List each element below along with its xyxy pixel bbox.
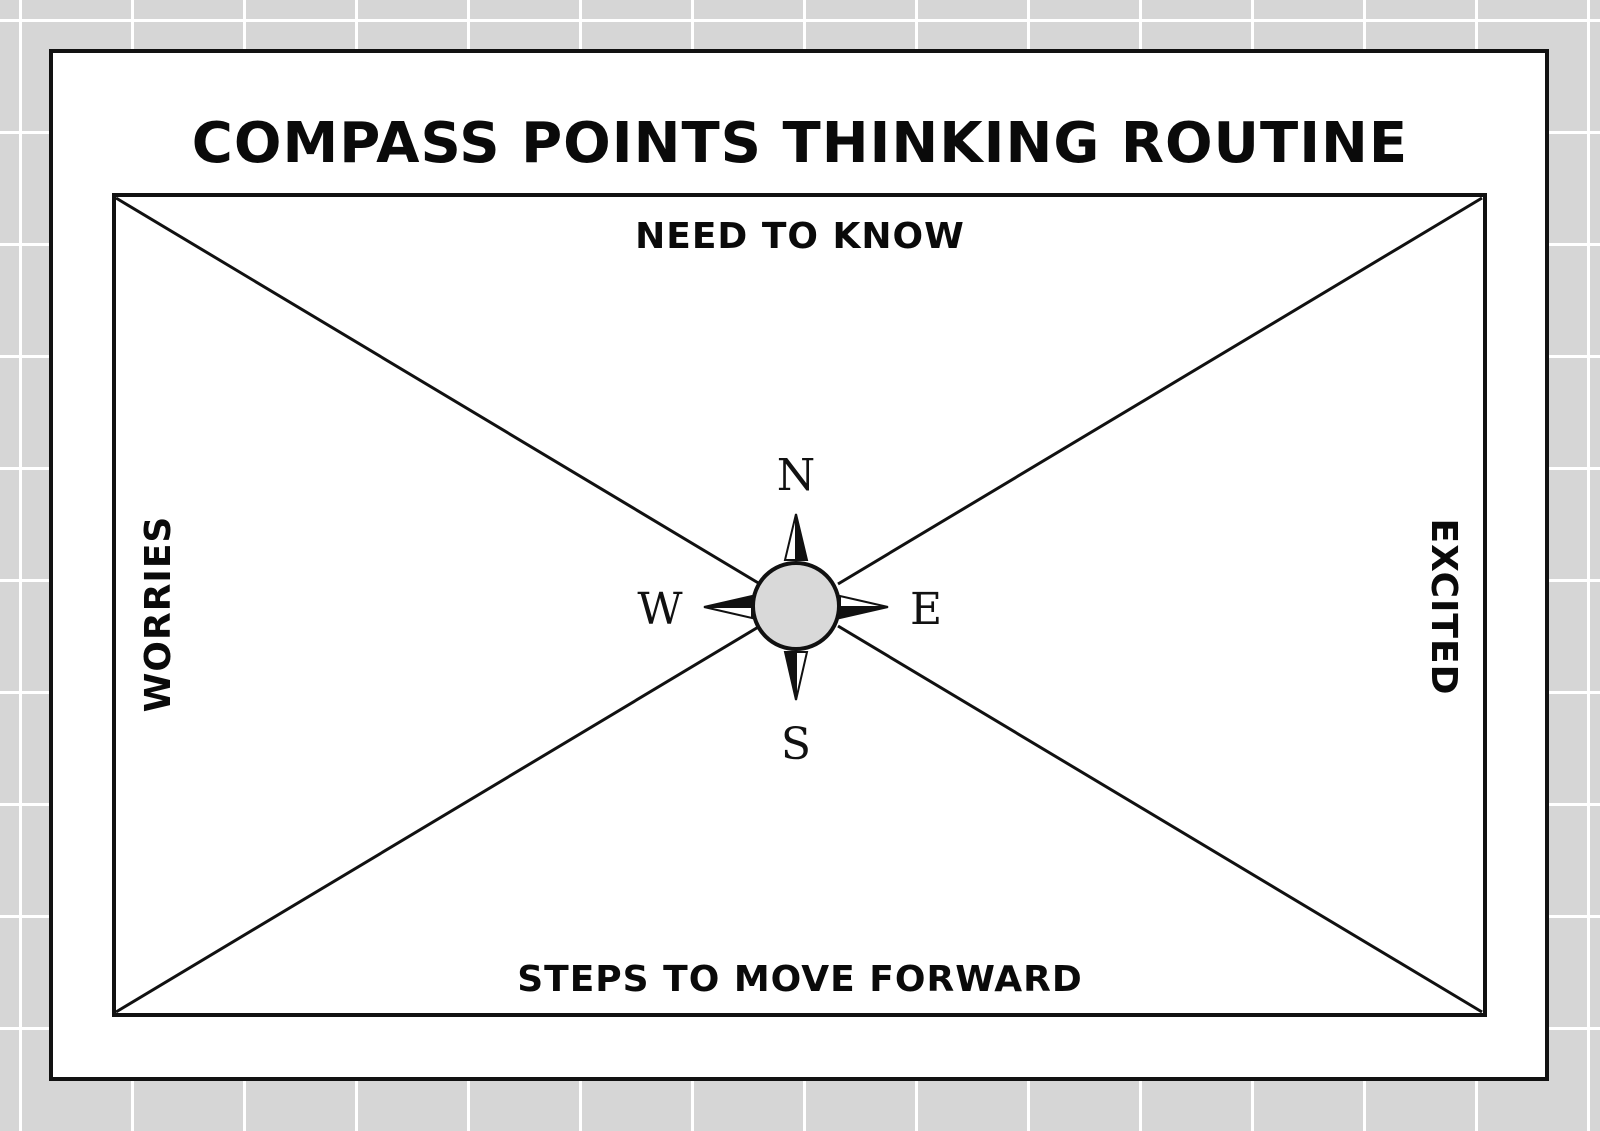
diagonal-top-left xyxy=(115,196,761,586)
diagonal-top-right xyxy=(837,196,1483,586)
compass-center xyxy=(751,561,841,651)
diagonal-bottom-right xyxy=(837,624,1483,1014)
inner-frame xyxy=(112,193,1487,1017)
compass-label-north: N xyxy=(777,450,816,501)
section-excited: EXCITED xyxy=(1423,519,1464,696)
compass-label-south: S xyxy=(781,719,811,770)
section-worries: WORRIES xyxy=(138,516,179,713)
diagonal-bottom-left xyxy=(115,624,761,1014)
section-need-to-know: NEED TO KNOW xyxy=(635,216,965,257)
compass-icon xyxy=(703,513,889,701)
compass-label-east: E xyxy=(910,584,942,635)
compass-label-west: W xyxy=(637,584,683,635)
page-title: COMPASS POINTS THINKING ROUTINE xyxy=(191,111,1409,176)
section-steps-to-move-forward: STEPS TO MOVE FORWARD xyxy=(517,959,1083,1000)
